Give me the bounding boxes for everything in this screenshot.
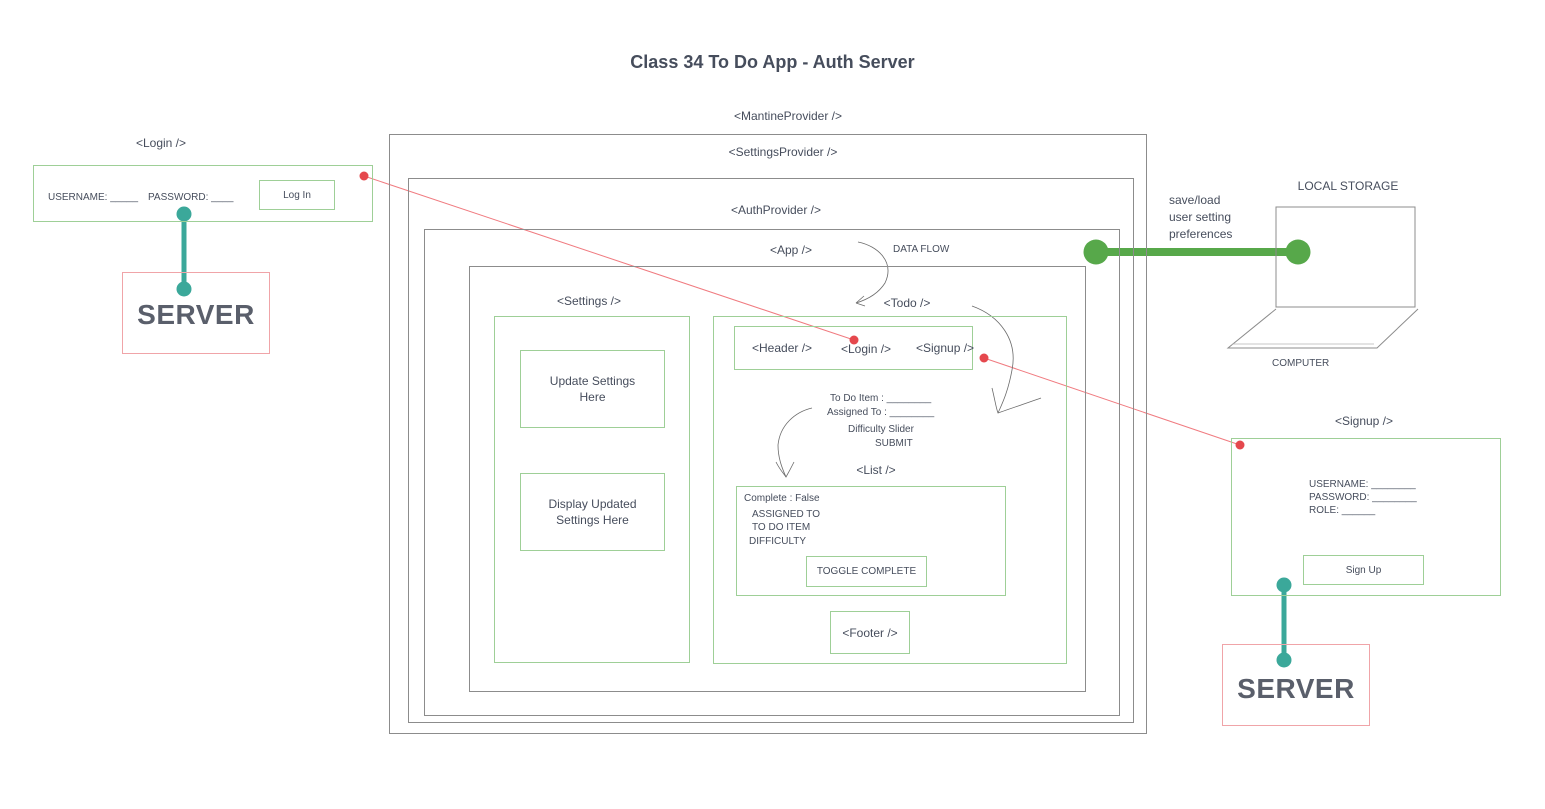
data-flow-label: DATA FLOW xyxy=(893,244,950,255)
login-connector-dot xyxy=(359,171,369,181)
display-settings-text: Display Updated Settings Here xyxy=(548,497,637,527)
footer-label: <Footer /> xyxy=(842,625,898,640)
login-password-field[interactable]: PASSWORD: ____ xyxy=(148,192,234,203)
login-panel-box xyxy=(33,165,373,222)
signup-button[interactable]: Sign Up xyxy=(1303,555,1424,585)
settings-label: <Settings /> xyxy=(556,294,622,308)
update-settings-text: Update Settings Here xyxy=(549,374,636,404)
computer-label: COMPUTER xyxy=(1272,358,1330,369)
login-server-label: SERVER xyxy=(137,299,255,330)
local-storage-title: LOCAL STORAGE xyxy=(1297,179,1399,193)
diagram-title: Class 34 To Do App - Auth Server xyxy=(630,52,915,72)
signup-component-label: <Signup /> xyxy=(916,341,975,355)
toggle-complete-button[interactable]: TOGGLE COMPLETE xyxy=(806,556,927,587)
login-server-box: SERVER xyxy=(122,272,270,354)
auth-provider-box xyxy=(424,229,1120,716)
signup-server-box: SERVER xyxy=(1222,644,1370,726)
login-component-label: <Login /> xyxy=(841,342,892,356)
signup-connector-dot xyxy=(979,353,989,363)
auth-provider-label: <AuthProvider /> xyxy=(730,203,822,217)
assigned-to-text: ASSIGNED TO xyxy=(752,509,820,520)
signup-role-field[interactable]: ROLE: ______ xyxy=(1309,505,1376,516)
laptop-base xyxy=(1226,308,1419,349)
login-username-field[interactable]: USERNAME: _____ xyxy=(48,192,139,203)
submit-label: SUBMIT xyxy=(875,438,913,449)
signup-panel-box xyxy=(1231,438,1501,596)
login-target-dot xyxy=(849,335,859,345)
todo-item-text: TO DO ITEM xyxy=(752,522,811,533)
header-row-box xyxy=(734,326,973,370)
complete-status: Complete : False xyxy=(744,493,820,504)
login-button[interactable]: Log In xyxy=(259,180,335,210)
todo-label: <Todo /> xyxy=(883,296,931,310)
list-card-box xyxy=(736,486,1006,596)
data-flow-arrow-1 xyxy=(855,241,889,304)
signup-username-field[interactable]: USERNAME: ________ xyxy=(1309,479,1416,490)
list-label: <List /> xyxy=(856,463,896,477)
display-settings-box: Display Updated Settings Here xyxy=(520,473,665,551)
login-panel-title: <Login /> xyxy=(135,136,187,150)
update-settings-box: Update Settings Here xyxy=(520,350,665,428)
mantine-provider-label: <MantineProvider /> xyxy=(733,109,843,123)
data-flow-arrow-3 xyxy=(777,407,813,478)
app-label: <App /> xyxy=(769,243,813,257)
app-box xyxy=(469,266,1086,692)
todo-box xyxy=(713,316,1067,664)
signup-connector-line xyxy=(983,357,1241,446)
login-connector-line xyxy=(363,175,855,341)
signup-password-field[interactable]: PASSWORD: ________ xyxy=(1309,492,1417,503)
difficulty-slider-label: Difficulty Slider xyxy=(848,424,914,435)
signup-target-dot xyxy=(1235,440,1245,450)
footer-box: <Footer /> xyxy=(830,611,910,654)
mantine-provider-box xyxy=(389,134,1147,734)
settings-box xyxy=(494,316,690,663)
signup-server-label: SERVER xyxy=(1237,673,1355,704)
todo-item-field: To Do Item : ________ xyxy=(830,393,932,404)
storage-note: save/load user setting preferences xyxy=(1169,193,1233,241)
header-component-label: <Header /> xyxy=(752,341,813,355)
difficulty-text: DIFFICULTY xyxy=(749,536,807,547)
settings-provider-label: <SettingsProvider /> xyxy=(728,145,838,159)
settings-provider-box xyxy=(408,178,1134,723)
assigned-to-field: Assigned To : ________ xyxy=(827,407,935,418)
laptop-screen xyxy=(1275,206,1416,308)
signup-panel-title: <Signup /> xyxy=(1334,414,1394,428)
